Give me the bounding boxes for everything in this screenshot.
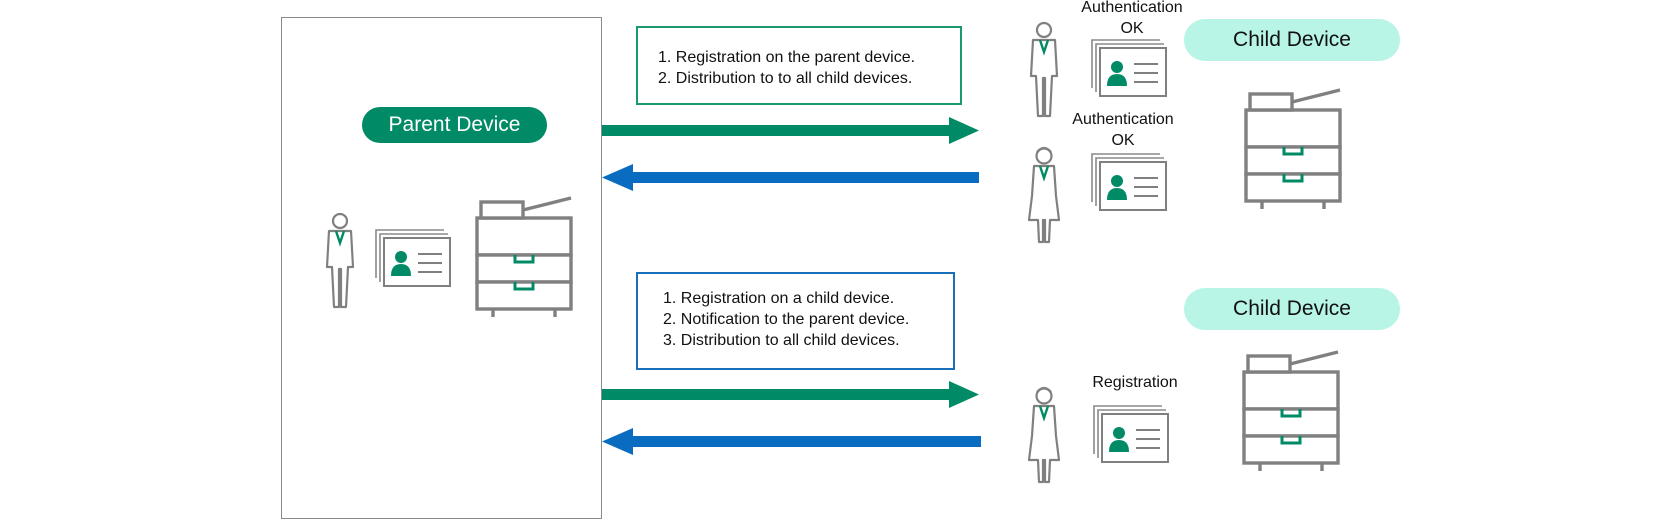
auth-status-1-line-2: OK (1120, 20, 1144, 37)
multifunction-printer-icon (475, 196, 573, 319)
man-icon (1029, 21, 1059, 118)
note-bottom-line-3: 3. Distribution to all child devices. (663, 332, 900, 349)
id-card-icon (375, 229, 451, 287)
auth-status-1-line-1: Authentication (1081, 0, 1183, 16)
note-top: 1. Registration on the parent device. 2.… (636, 26, 962, 105)
note-bottom: 1. Registration on a child device. 2. No… (636, 272, 955, 370)
note-top-line-1: 1. Registration on the parent device. (658, 49, 916, 66)
id-card-icon (1091, 39, 1167, 97)
man-icon (325, 212, 355, 309)
auth-status-2-line-1: Authentication (1072, 111, 1174, 128)
child-device-label-2: Child Device (1184, 288, 1400, 330)
note-top-line-2: 2. Distribution to to all child devices. (658, 70, 913, 87)
id-card-icon (1091, 153, 1167, 211)
auth-status-2: Authentication OK (1051, 109, 1195, 151)
parent-device-label: Parent Device (362, 107, 547, 143)
auth-status-2-line-2: OK (1111, 132, 1135, 149)
multifunction-printer-icon (1244, 88, 1342, 211)
woman-icon (1027, 146, 1061, 244)
auth-status-1: Authentication OK (1060, 0, 1204, 39)
woman-icon (1027, 386, 1061, 484)
child-device-label-1: Child Device (1184, 19, 1400, 61)
multifunction-printer-icon (1242, 350, 1340, 473)
arrow-right-icon (602, 117, 979, 144)
note-bottom-line-1: 1. Registration on a child device. (663, 290, 895, 307)
arrow-left-icon (602, 164, 979, 191)
arrow-right-icon (602, 381, 979, 408)
registration-status: Registration (1092, 374, 1178, 391)
note-bottom-line-2: 2. Notification to the parent device. (663, 311, 910, 328)
id-card-icon (1093, 405, 1169, 463)
parent-device-frame (281, 17, 602, 519)
arrow-left-icon (602, 428, 981, 455)
